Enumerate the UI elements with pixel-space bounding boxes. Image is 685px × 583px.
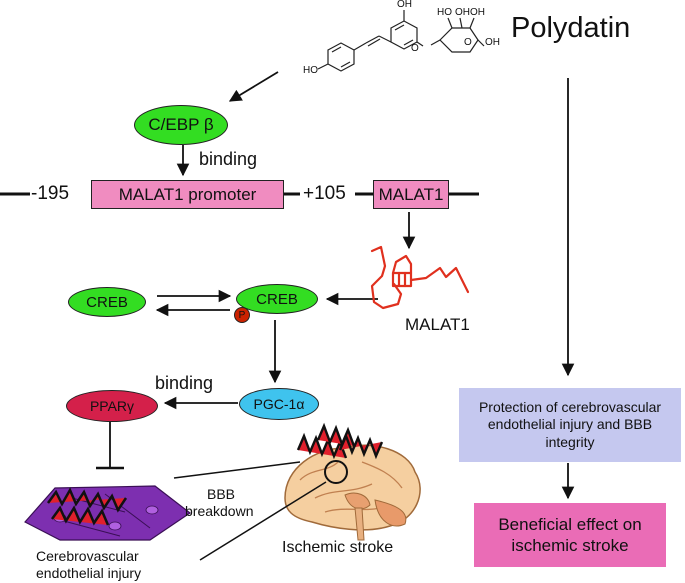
malat1-promoter-box: MALAT1 promoter <box>91 180 284 209</box>
protection-box: Protection of cerebrovascular endothelia… <box>459 388 681 462</box>
phosphorylation-badge: P <box>234 307 250 323</box>
malat1-rna-structure <box>370 245 470 310</box>
beneficial-box: Beneficial effect on ischemic stroke <box>474 503 666 567</box>
protection-text: Protection of cerebrovascular endothelia… <box>478 398 662 450</box>
molecule-sugar-ho1: HO <box>437 7 452 18</box>
molecule-ring-o2: O <box>464 37 472 48</box>
polydatin-structure <box>317 10 485 72</box>
polydatin-title: Polydatin <box>511 12 631 44</box>
malat1-rna-label: MALAT1 <box>405 315 470 334</box>
beneficial-text: Beneficial effect on ischemic stroke <box>498 514 642 555</box>
cerebrovascular-label: Cerebrovascular <box>36 548 139 564</box>
molecule-oh-top: OH <box>397 0 412 10</box>
brain-illustration <box>284 422 421 541</box>
promoter-left-number: -195 <box>31 183 70 204</box>
ppargamma-node: PPARγ <box>66 390 158 422</box>
binding-label-top: binding <box>199 149 258 169</box>
molecule-ho-left: HO <box>303 65 318 76</box>
molecule-sugar-oh2: OH <box>470 7 485 18</box>
creb-node-left: CREB <box>68 287 146 317</box>
bbb-label: BBB <box>207 486 236 502</box>
arrow-polydatin-to-cebp <box>228 71 279 102</box>
molecule-sugar-oh1: OH <box>455 7 470 18</box>
pgc1a-node: PGC-1α <box>239 388 319 420</box>
binding-label-bottom: binding <box>155 373 214 393</box>
promoter-right-number: +105 <box>303 183 346 204</box>
molecule-sugar-oh3: OH <box>485 37 500 48</box>
creb-node-right: CREB <box>236 284 318 314</box>
pointer-bbb <box>173 461 301 479</box>
ischemic-stroke-label: Ischemic stroke <box>282 539 394 556</box>
endothelial-cells <box>24 485 192 541</box>
cebp-node: C/EBP β <box>134 105 228 145</box>
molecule-ring-o1: O <box>411 43 419 54</box>
breakdown-label: breakdown <box>185 503 254 519</box>
malat1-gene-box: MALAT1 <box>373 180 449 209</box>
pointer-cerebrovascular <box>199 481 327 561</box>
endothelial-injury-label: endothelial injury <box>36 565 142 581</box>
